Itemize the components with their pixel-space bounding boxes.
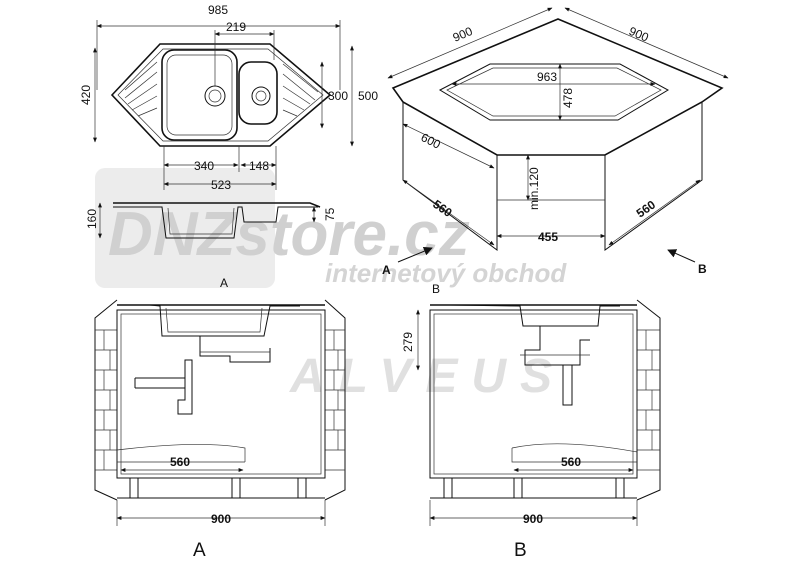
dim-478: 478 bbox=[561, 88, 575, 108]
dim-min120: min.120 bbox=[527, 167, 541, 210]
dim-300: 300 bbox=[328, 89, 348, 103]
watermark-lower: ALVEUS bbox=[289, 350, 566, 403]
arrow-a-label: A bbox=[382, 263, 391, 277]
dim-340: 340 bbox=[194, 159, 214, 173]
view-b-caption: B bbox=[432, 282, 440, 296]
view-b-label: B bbox=[514, 540, 527, 561]
dim-985: 985 bbox=[208, 3, 228, 17]
view-b-dim-279: 279 bbox=[401, 332, 415, 352]
dim-963: 963 bbox=[537, 70, 557, 84]
view-a-label: A bbox=[193, 540, 206, 561]
dim-500: 500 bbox=[358, 89, 378, 103]
sink-side-profile: 160 75 bbox=[85, 202, 337, 239]
dim-560-right: 560 bbox=[634, 197, 659, 220]
view-a: A 560 900 A bbox=[94, 276, 346, 561]
dim-219: 219 bbox=[226, 20, 246, 34]
dim-600: 600 bbox=[419, 130, 443, 152]
view-b-dim-560: 560 bbox=[561, 455, 581, 469]
dim-455: 455 bbox=[538, 230, 558, 244]
sink-top-view: 985 219 420 300 500 340 148 523 bbox=[79, 3, 378, 192]
dim-420: 420 bbox=[79, 85, 93, 105]
arrow-b-label: B bbox=[698, 262, 707, 276]
dim-523: 523 bbox=[211, 178, 231, 192]
view-a-dim-900: 900 bbox=[211, 512, 231, 526]
dim-900-left: 900 bbox=[451, 24, 475, 45]
dim-75: 75 bbox=[323, 207, 337, 221]
view-b-dim-900: 900 bbox=[523, 512, 543, 526]
dim-900-right: 900 bbox=[627, 24, 651, 45]
view-a-dim-560: 560 bbox=[170, 455, 190, 469]
view-b: B 279 560 900 B bbox=[401, 282, 661, 561]
dim-148: 148 bbox=[249, 159, 269, 173]
dim-160: 160 bbox=[85, 209, 99, 229]
view-a-caption: A bbox=[220, 276, 228, 290]
watermark-tagline: internetový obchod bbox=[325, 258, 567, 288]
